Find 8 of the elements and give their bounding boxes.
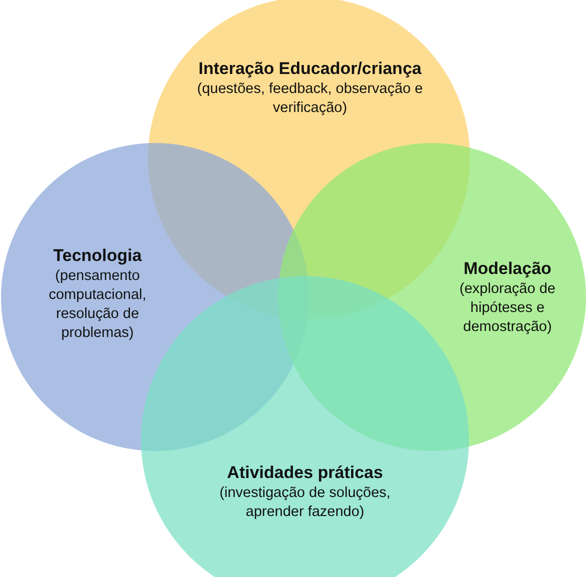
circle-description: (investigação de soluções, aprender fazendo) [218,484,392,522]
circle-description: (pensamento computacional, resolução de problemas) [48,267,148,343]
circle-description: (exploração de hipóteses e demostração) [458,280,556,337]
circle-description: (questões, feedback, observação e verificação) [196,80,424,118]
circle-heading: Tecnologia [52,245,143,267]
circle-heading: Atividades práticas [226,462,384,484]
circle-heading: Interação Educador/criança [198,58,422,80]
circle-heading: Modelação [462,258,552,280]
